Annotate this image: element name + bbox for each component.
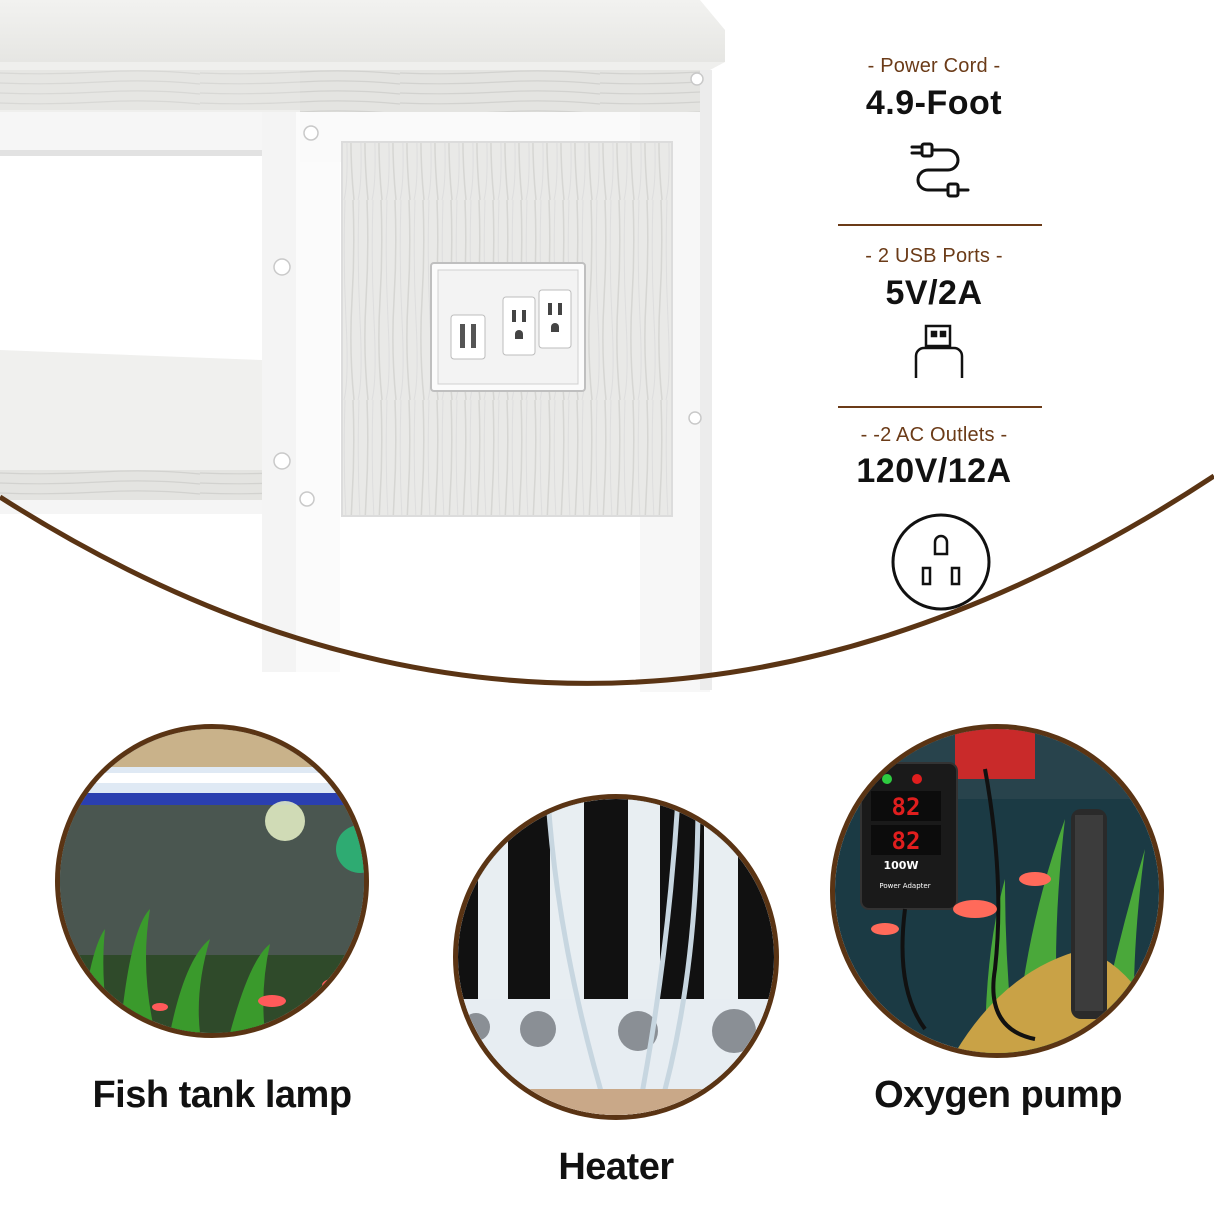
usb-ports-label: - 2 USB Ports - [865,245,1003,267]
tabletop-surface [0,0,725,62]
power-cord-value: 4.9-Foot [865,84,1003,122]
power-cord-label: - Power Cord - [867,55,1001,77]
screws [273,72,704,507]
ac-outlets-value: 120V/12A [856,452,1012,490]
ac-outlets-label: - -2 AC Outlets - [860,424,1008,446]
oxygen-pump-photo: 82 82 100W Power Adapter [830,724,1164,1058]
heater-adapter-label: Power Adapter [879,882,930,890]
power-strip-plate [430,262,586,392]
oxygen-pump-caption: Oxygen pump [874,1074,1122,1116]
heater-temp-bottom: 82 [892,827,921,855]
power-cord-icon [910,142,970,198]
table-leg-front [296,112,340,672]
decorative-arc [0,473,1214,686]
usb-plug-icon [914,324,964,378]
spec-divider [838,406,1042,408]
table-power-strip-illustration [0,0,1214,692]
spec-divider [838,224,1042,226]
heater-photo [453,794,779,1120]
tabletop-edge [300,70,710,112]
usb-ports-value: 5V/2A [885,274,983,312]
heater-caption: Heater [558,1146,674,1188]
fish-tank-lamp-photo [55,724,369,1038]
heater-temp-top: 82 [892,793,921,821]
table-leg-back [262,112,302,672]
heater-wattage: 100W [883,859,918,872]
fish-tank-lamp-caption: Fish tank lamp [92,1074,352,1116]
lower-shelf [0,350,262,470]
ac-outlet-icon [891,513,991,611]
